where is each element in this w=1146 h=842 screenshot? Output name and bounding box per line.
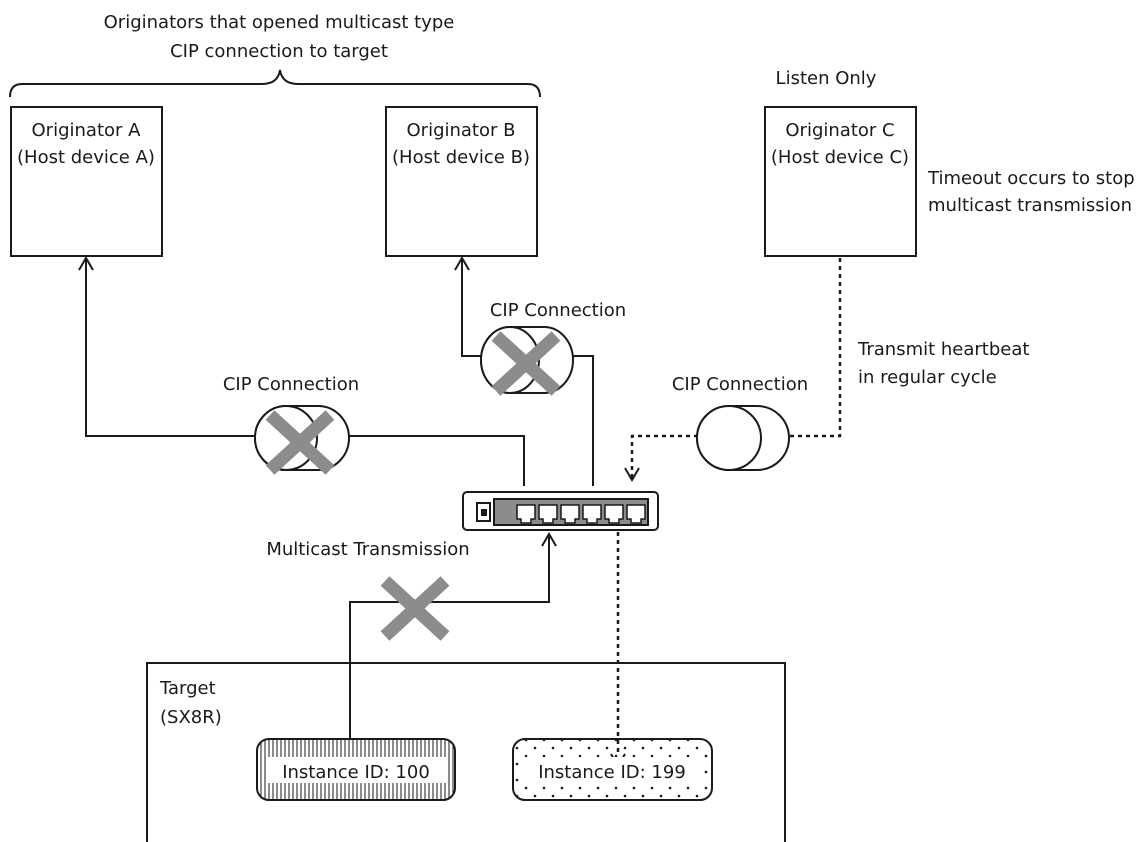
group-label-line2: CIP connection to target xyxy=(170,41,388,62)
instance-199-label: Instance ID: 199 xyxy=(538,762,686,783)
originator-b-host: (Host device B) xyxy=(392,147,530,168)
originator-b-box: Originator B (Host device B) xyxy=(385,106,538,257)
arrowhead-originator-a xyxy=(78,256,94,271)
cross-cip-a xyxy=(265,410,335,475)
instance-199-box: Instance ID: 199 xyxy=(512,738,713,801)
group-brace xyxy=(9,69,541,98)
cip-connection-a-label: CIP Connection xyxy=(223,374,359,395)
heartbeat-line1: Transmit heartbeat xyxy=(857,339,1029,360)
originator-c-host: (Host device C) xyxy=(771,147,909,168)
listen-only-label: Listen Only xyxy=(776,68,877,89)
multicast-wire xyxy=(349,534,550,738)
arrowhead-originator-b xyxy=(454,256,470,271)
originator-a-box: Originator A (Host device A) xyxy=(10,106,163,257)
timeout-line1: Timeout occurs to stop xyxy=(927,168,1135,189)
originator-c-box: Originator C (Host device C) xyxy=(764,106,917,257)
instance-100-box: Instance ID: 100 xyxy=(256,738,456,801)
multicast-transmission-label: Multicast Transmission xyxy=(266,539,469,560)
arrowhead-multicast xyxy=(541,532,557,547)
originator-c-name: Originator C xyxy=(785,120,894,141)
arrowhead-heartbeat xyxy=(624,467,640,482)
cip-connection-c-label: CIP Connection xyxy=(672,374,808,395)
originator-a-host: (Host device A) xyxy=(17,147,155,168)
group-label-line1: Originators that opened multicast type xyxy=(104,12,455,33)
cross-multicast xyxy=(380,576,450,641)
originator-a-name: Originator A xyxy=(32,120,142,141)
target-model: (SX8R) xyxy=(160,707,222,728)
cip-connection-b-label: CIP Connection xyxy=(490,300,626,321)
target-box xyxy=(146,662,786,842)
switch-ports xyxy=(516,504,646,524)
originator-b-name: Originator B xyxy=(407,120,516,141)
network-switch xyxy=(462,491,659,531)
heartbeat-line2: in regular cycle xyxy=(858,367,997,388)
timeout-line2: multicast transmission xyxy=(928,195,1132,216)
target-title: Target xyxy=(159,678,216,699)
instance-100-label: Instance ID: 100 xyxy=(282,762,430,783)
cross-cip-b xyxy=(491,331,561,396)
cip-connection-c-cylinder xyxy=(696,405,790,471)
